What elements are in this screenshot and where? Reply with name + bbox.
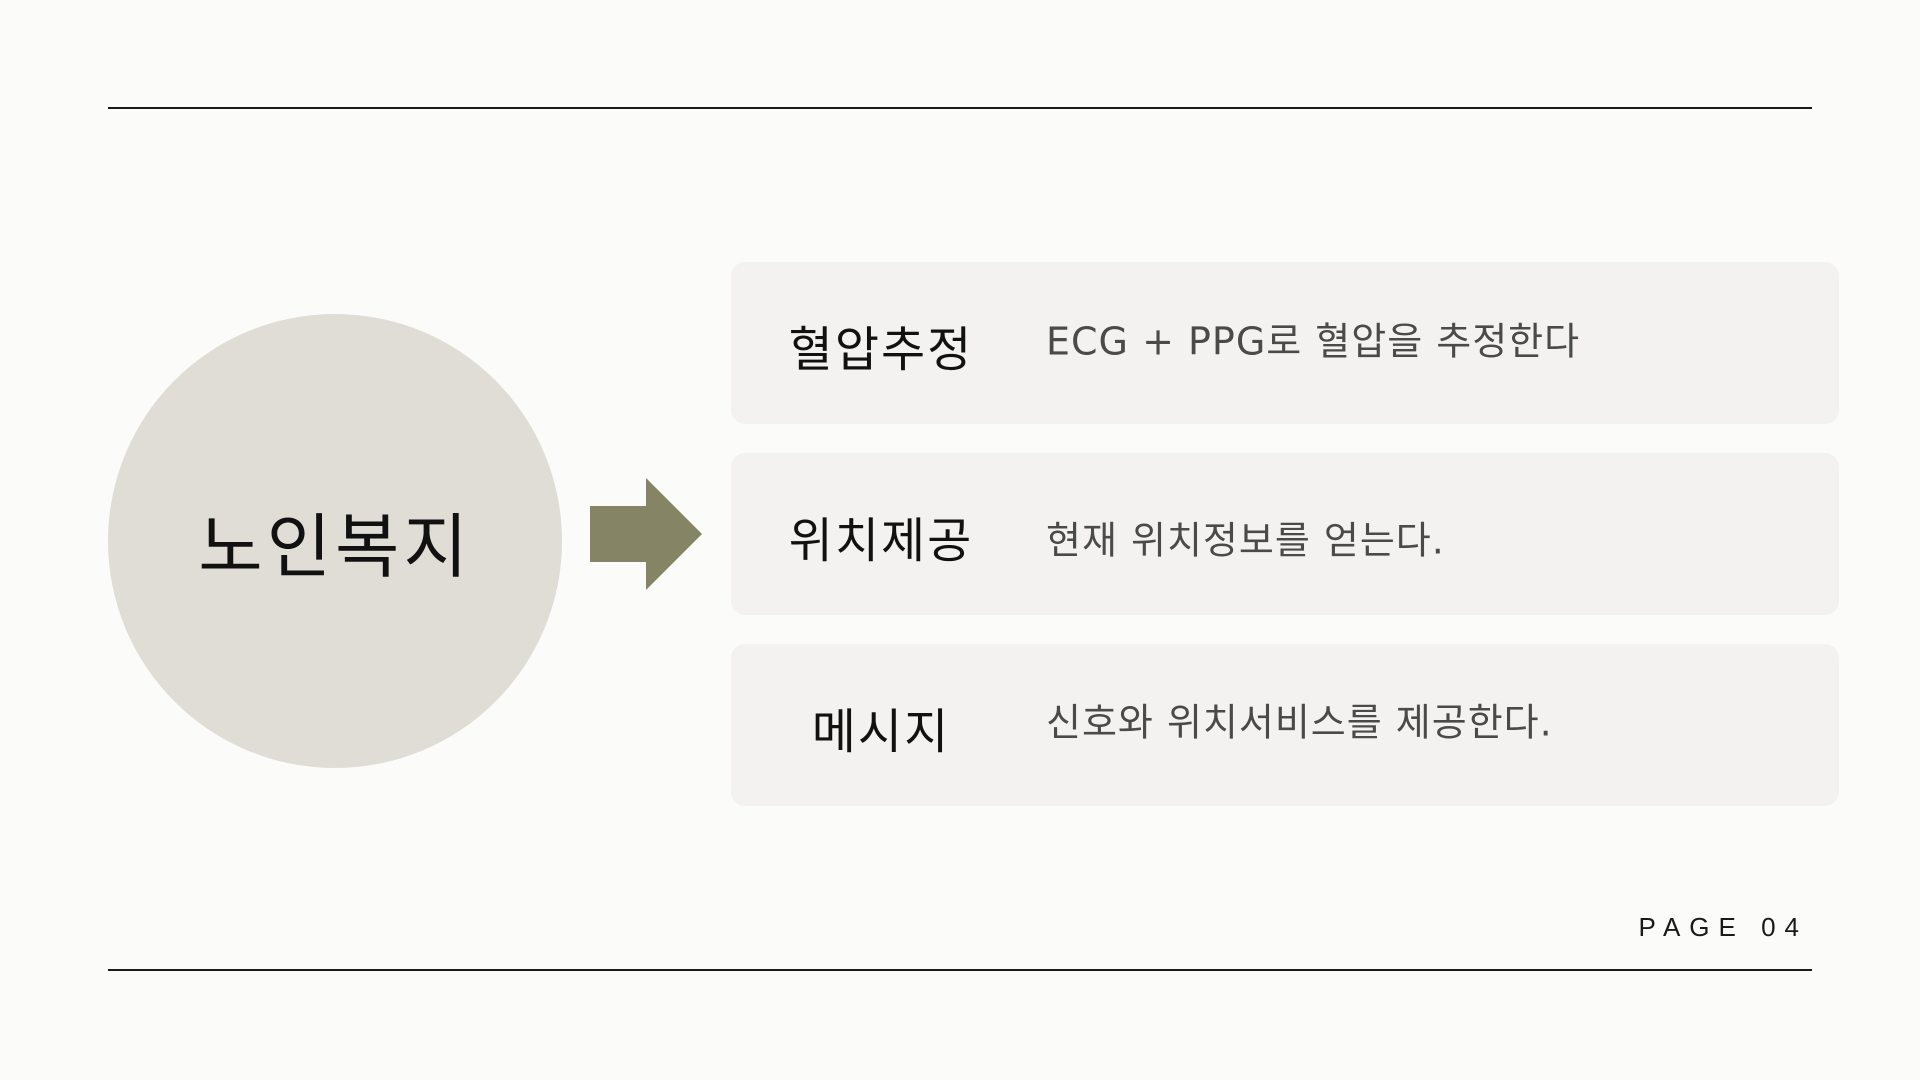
feature-card: 혈압추정 ECG + PPG로 혈압을 추정한다	[731, 262, 1839, 424]
topic-circle: 노인복지	[108, 314, 562, 768]
feature-title: 메시지	[811, 704, 951, 760]
page-number: PAGE 04	[1638, 912, 1808, 942]
bottom-divider	[108, 969, 1812, 971]
feature-description: ECG + PPG로 혈압을 추정한다	[1046, 319, 1581, 364]
feature-card: 위치제공 현재 위치정보를 얻는다.	[731, 453, 1839, 615]
topic-label: 노인복지	[198, 505, 472, 588]
feature-description: 신호와 위치서비스를 제공한다.	[1046, 700, 1553, 745]
feature-title: 혈압추정	[788, 322, 974, 378]
right-arrow-icon	[590, 478, 702, 590]
feature-card: 메시지 신호와 위치서비스를 제공한다.	[731, 644, 1839, 806]
top-divider	[108, 107, 1812, 109]
feature-description: 현재 위치정보를 얻는다.	[1046, 518, 1445, 563]
feature-title: 위치제공	[788, 513, 974, 569]
